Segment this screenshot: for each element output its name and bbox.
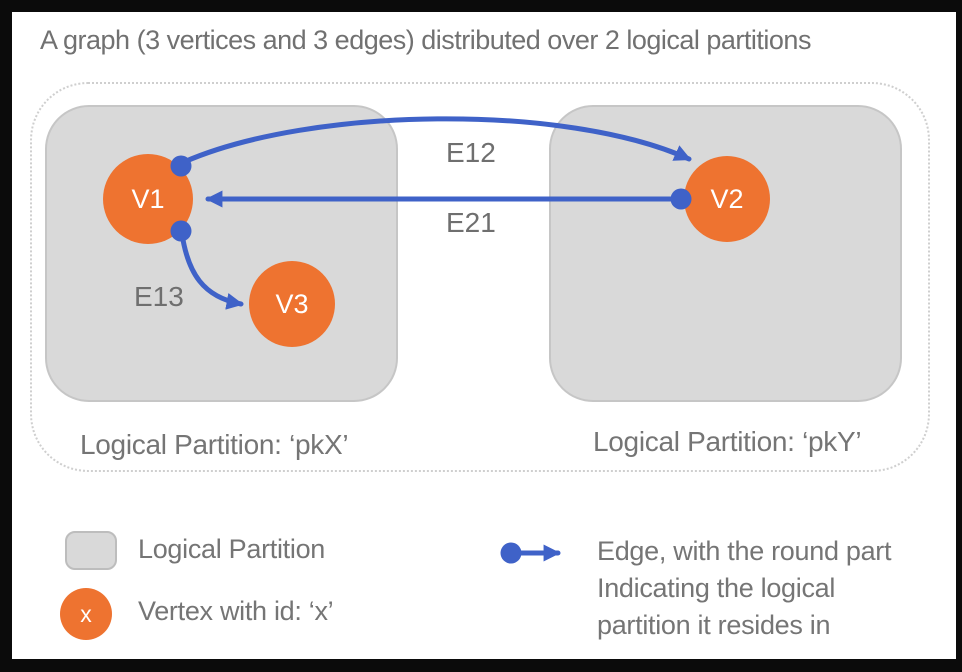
legend-vertex-label: Vertex with id: ‘x’ [138,596,334,626]
logical-partition-pky [549,105,902,402]
edge-label-e13: E13 [134,281,184,312]
partition-pkx-label: Logical Partition: ‘pkX’ [80,429,349,460]
vertex-v2: V2 [684,156,770,242]
edge-label-e12: E12 [446,137,496,168]
legend-edge-label-line2: Indicating the logical [597,573,836,603]
partition-pky-label: Logical Partition: ‘pkY’ [593,426,862,457]
legend-vertex-swatch: x [60,588,112,640]
legend-edge-icon [500,542,561,564]
legend-partition-swatch [65,531,117,570]
graph-dotted-container [30,82,930,472]
vertex-v3: V3 [249,261,335,347]
legend-edge-label: Edge, with the round part Indicating the… [597,533,892,644]
legend-edge-label-line3: partition it resides in [597,610,831,640]
legend-edge-label-line1: Edge, with the round part [597,536,892,566]
vertex-v1: V1 [103,154,193,244]
edge-label-e21: E21 [446,207,496,238]
logical-partition-pkx [45,105,398,402]
slide-title: A graph (3 vertices and 3 edges) distrib… [40,25,811,55]
legend-partition-label: Logical Partition [138,534,326,564]
